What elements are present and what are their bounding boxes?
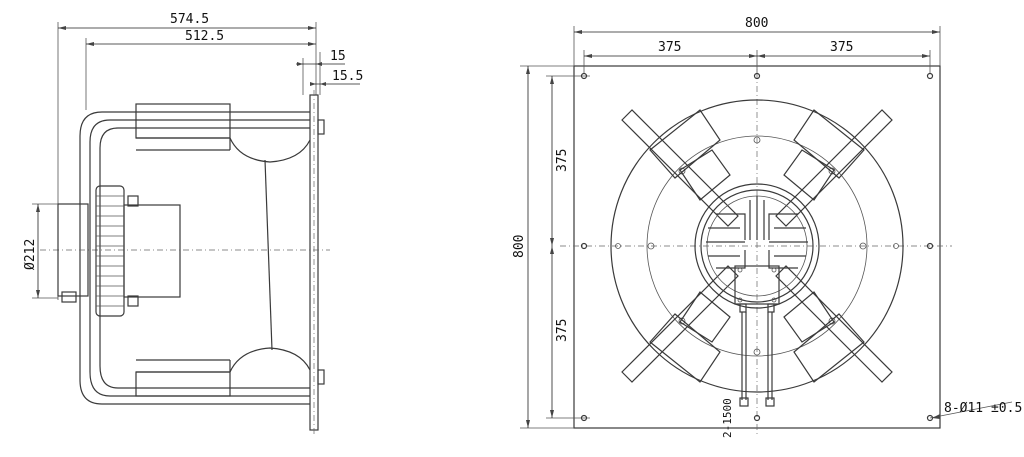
dim-housing-length: 512.5 — [185, 29, 224, 44]
fan-ring — [610, 99, 904, 393]
impeller-windows — [649, 109, 865, 383]
motor-hub — [694, 183, 820, 309]
mounting-hole — [753, 414, 761, 422]
dim-half-span-left: 375 — [658, 40, 681, 55]
dim-flange-thickness: 15 — [330, 49, 346, 64]
mounting-hole — [580, 242, 588, 250]
cables — [739, 312, 775, 407]
dim-plate-height: 800 — [512, 235, 527, 258]
dim-cable-length: 2-1500 — [721, 398, 734, 438]
mounting-hole — [580, 414, 588, 422]
housing-top — [135, 103, 231, 139]
mounting-hole — [926, 72, 934, 80]
motor-fins-front — [706, 196, 808, 269]
front-view: 800 375 375 800 375 375 — [512, 16, 1022, 438]
guard-struts — [621, 109, 893, 383]
dim-half-span-bottom: 375 — [555, 319, 570, 342]
terminal-box — [57, 203, 89, 297]
dim-overall-length: 574.5 — [170, 12, 209, 27]
terminal-box-front — [734, 265, 780, 305]
mounting-hole — [753, 72, 761, 80]
dim-motor-diameter: Ø212 — [23, 239, 38, 270]
mounting-hole-spec: 8-Ø11 ±0.5 — [944, 401, 1022, 416]
motor-fins — [95, 185, 139, 317]
side-view: 574.5 512.5 15 15.5 — [23, 12, 363, 436]
mounting-hole — [926, 242, 934, 250]
dim-half-span-top: 375 — [555, 149, 570, 172]
mounting-hole — [580, 72, 588, 80]
dim-half-span-right: 375 — [830, 40, 853, 55]
motor-body — [123, 204, 181, 298]
dim-plate-width: 800 — [745, 16, 768, 31]
dim-flange-offset: 15.5 — [332, 69, 363, 84]
